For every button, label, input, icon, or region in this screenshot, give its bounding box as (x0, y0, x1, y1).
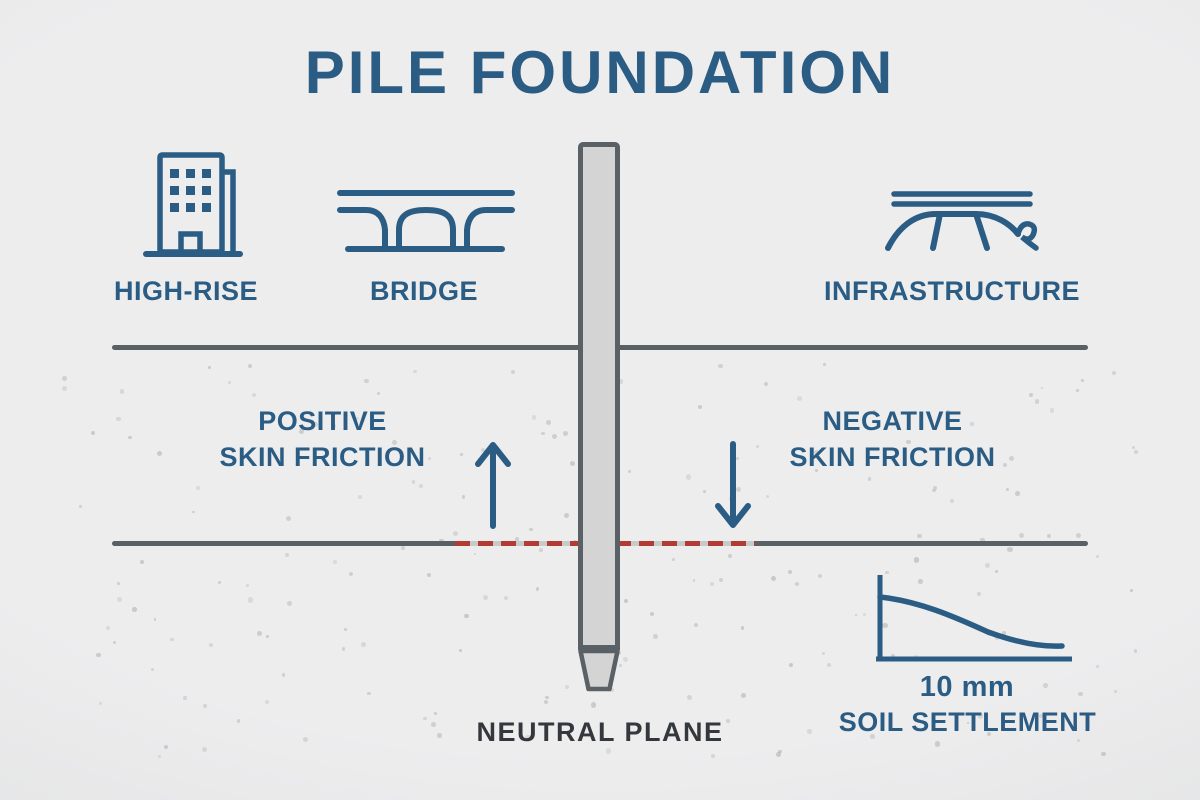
pile-shaft (578, 142, 620, 650)
neutral-plane-line-right (755, 541, 1088, 546)
neutral-plane-line-left (112, 541, 455, 546)
settlement-curve (877, 594, 1065, 649)
negative-skin-friction-label: NEGATIVE SKIN FRICTION (789, 406, 996, 472)
infrastructure-arch-icon (885, 191, 1039, 251)
structure-label-bridge: BRIDGE (369, 276, 478, 306)
settlement-caption-label: SOIL SETTLEMENT (838, 707, 1097, 737)
soil-settlement-chart (876, 575, 1072, 662)
bridge-icon (337, 190, 515, 252)
up-arrow-icon (475, 442, 511, 529)
settlement-value-label: 10 mm (919, 671, 1015, 703)
structure-label-infrastructure: INFRASTRUCTURE (824, 276, 1080, 306)
high-rise-building-icon (143, 152, 243, 257)
neutral-plane-label: NEUTRAL PLANE (476, 717, 724, 747)
page-title: PILE FOUNDATION (304, 39, 896, 106)
structure-label-high-rise: HIGH-RISE (113, 276, 258, 306)
positive-skin-friction-label: POSITIVE SKIN FRICTION (219, 406, 426, 472)
down-arrow-icon (715, 441, 751, 528)
pile-tip (578, 648, 620, 692)
